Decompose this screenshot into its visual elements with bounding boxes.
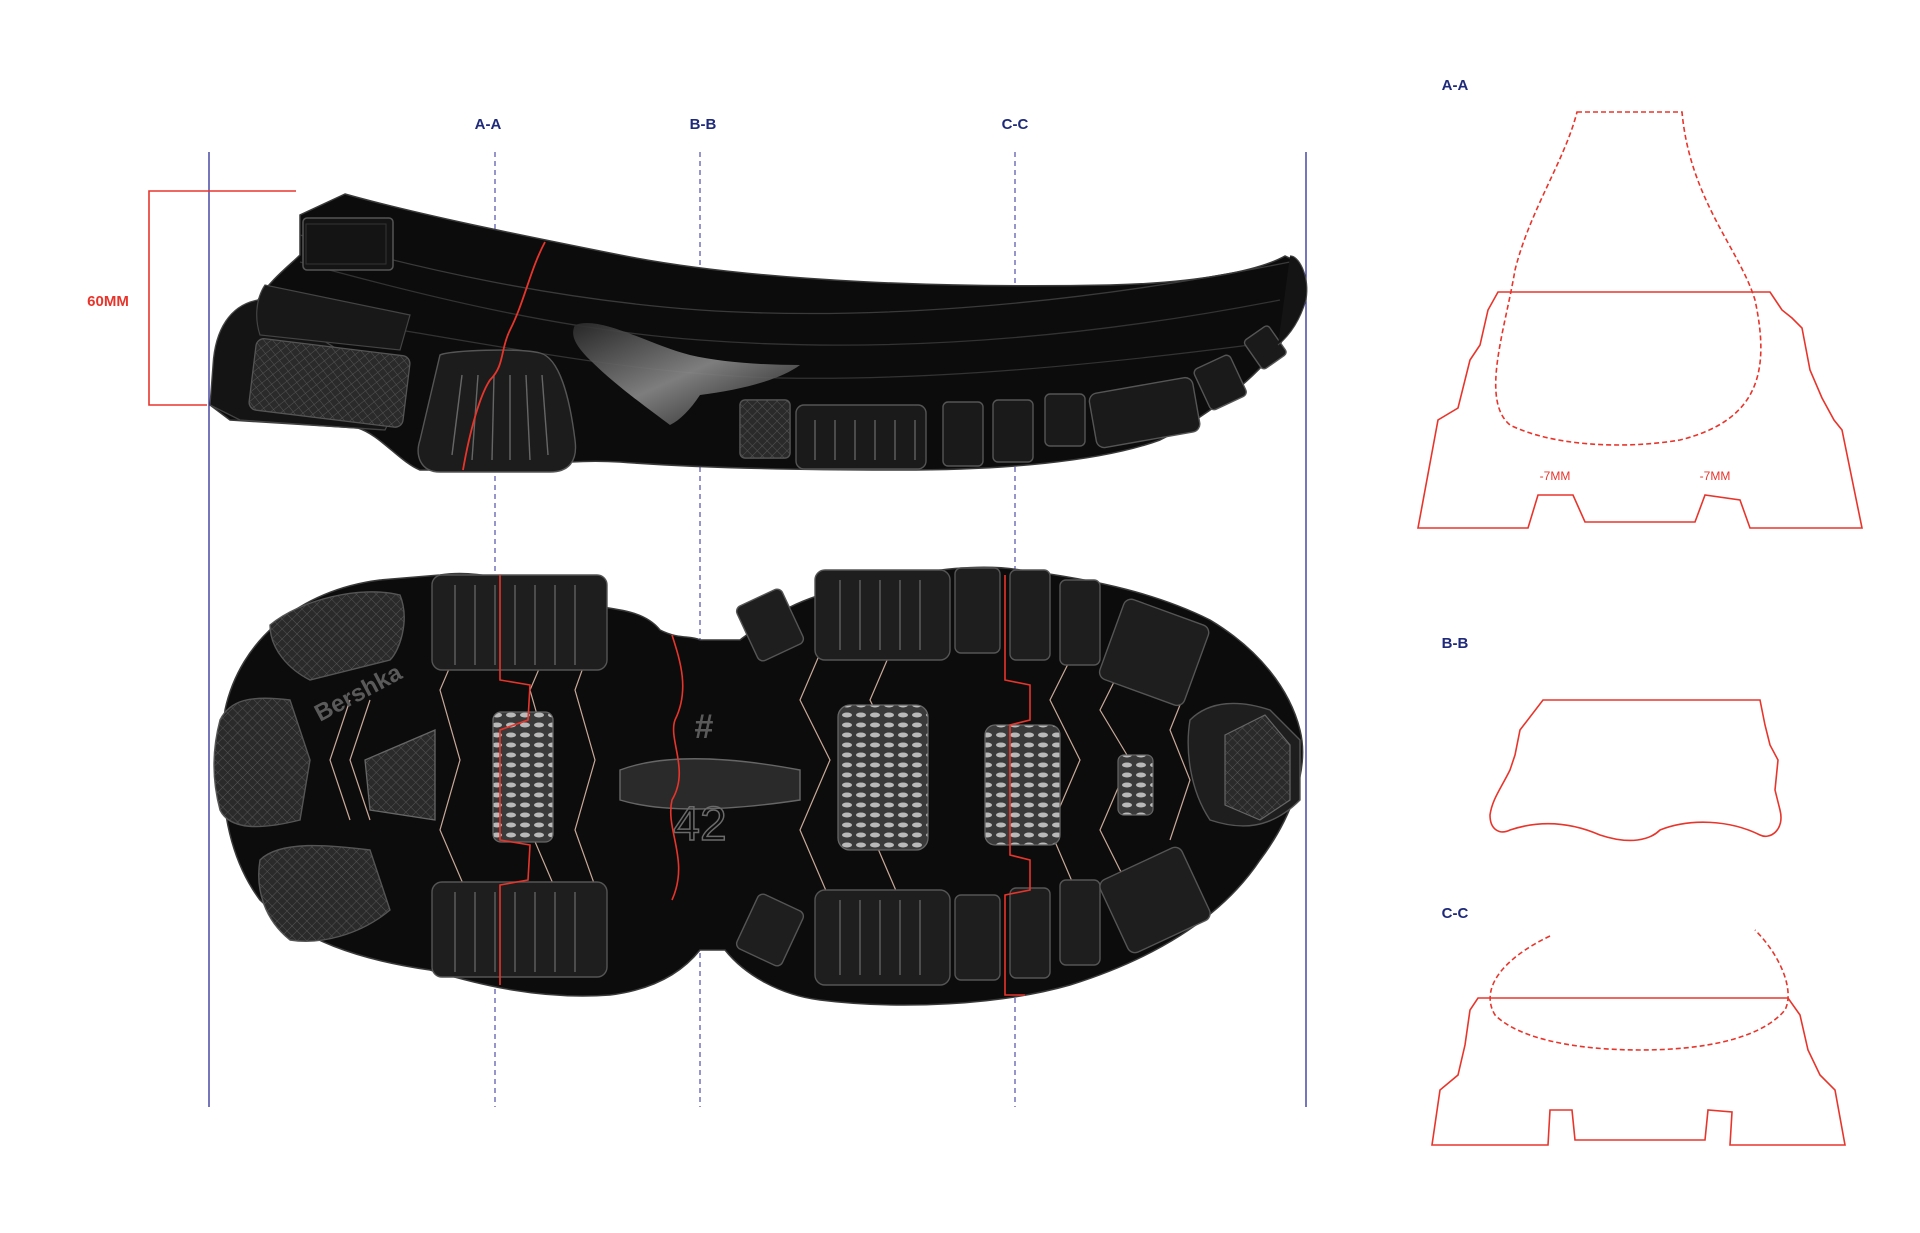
cross-section-cc (1431, 929, 1846, 1146)
size-mark: 42 (673, 798, 726, 851)
cross-section-aa (1417, 111, 1863, 529)
hash-mark: # (695, 708, 714, 746)
sole-side-view (209, 193, 1308, 473)
panel-label-bb: B-B (1442, 635, 1469, 652)
section-label-bb: B-B (690, 116, 717, 133)
height-dimension: 60MM (87, 190, 296, 406)
panel-label-aa: A-A (1442, 77, 1469, 94)
depth-note-right: -7MM (1700, 469, 1731, 483)
cross-section-bb (1489, 699, 1782, 842)
depth-note-left: -7MM (1540, 469, 1571, 483)
section-label-cc: C-C (1002, 116, 1029, 133)
section-label-aa: A-A (475, 116, 502, 133)
sole-bottom-view: Bershka # 42 (213, 566, 1304, 1006)
height-dimension-label: 60MM (87, 293, 129, 310)
panel-label-cc: C-C (1442, 905, 1469, 922)
